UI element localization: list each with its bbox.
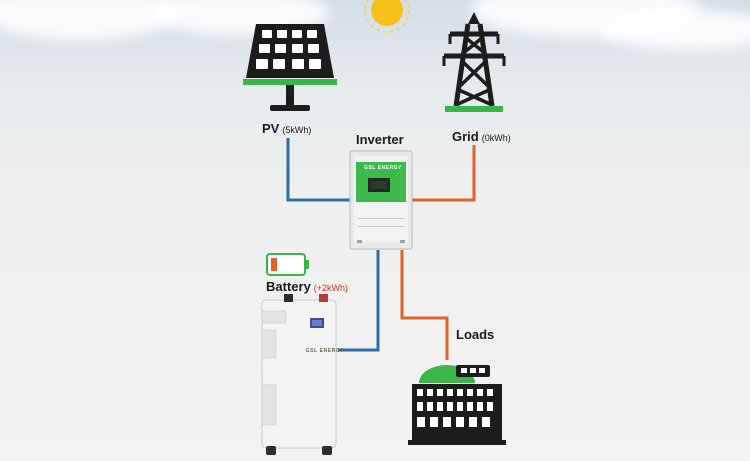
loads-label-text: Loads [456,327,495,342]
battery-value: (+2kWh) [313,283,349,293]
battery-level-icon [266,253,309,276]
grid-value: (0kWh) [481,133,511,143]
inverter-unit [349,150,413,250]
battery-label-text: Battery [266,279,311,294]
battery-label: Battery(+2kWh) [266,278,348,296]
loads-inverter-line [400,250,449,360]
transmission-tower-icon [442,12,506,112]
grid-label: Grid(0kWh) [452,128,511,146]
battery-brand-label: GSL ENERGY [305,348,345,354]
inverter-label-text: Inverter [356,132,404,147]
pv-label-text: PV [262,121,280,136]
grid-inverter-line [412,145,476,202]
inverter-label: Inverter [356,131,404,149]
solar-panel-icon [243,24,337,111]
battery-cabinet [261,294,337,455]
pv-value: (5kWh) [282,125,312,135]
building-icon [408,365,506,445]
pv-label: PV(5kWh) [262,120,311,138]
pv-inverter-line [286,138,352,202]
battery-inverter-line [338,250,380,352]
cloud [600,10,750,50]
grid-label-text: Grid [452,129,479,144]
loads-label: Loads [456,326,494,344]
inverter-brand-label: GSL ENERGY [364,165,402,171]
sun-icon [364,0,410,33]
